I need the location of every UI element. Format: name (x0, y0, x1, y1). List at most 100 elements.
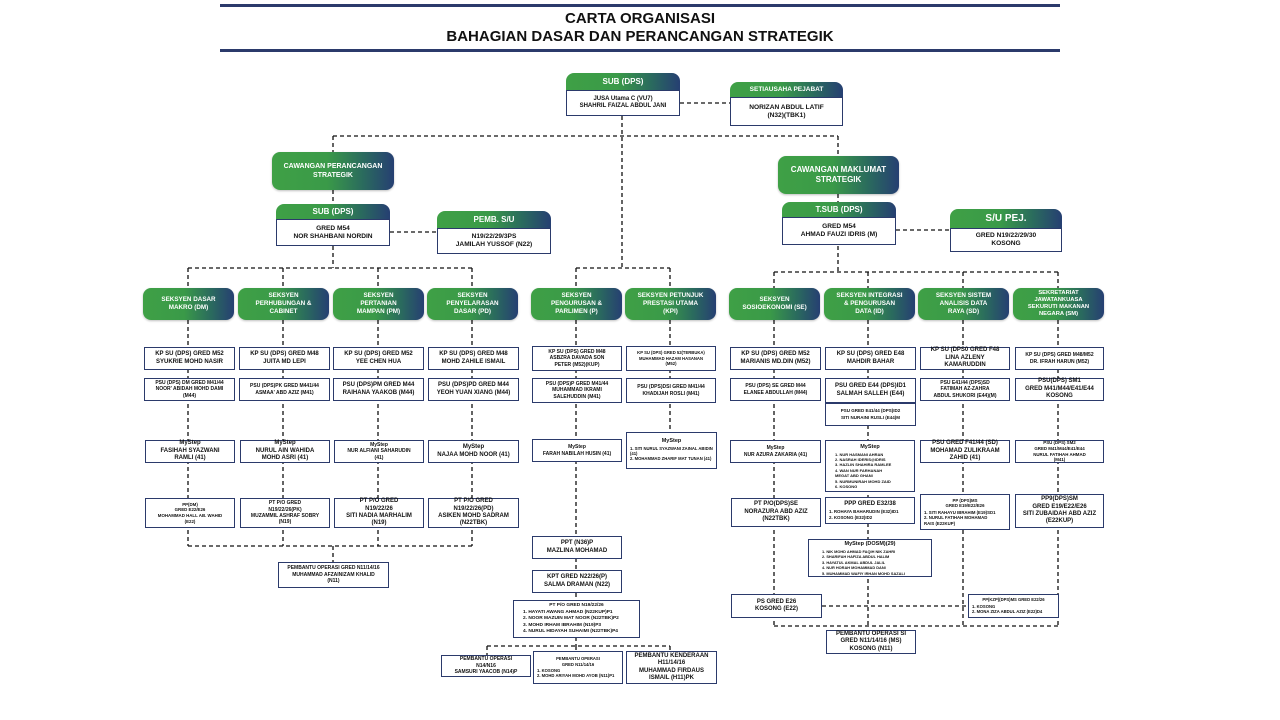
psu-line: SALMAH SALLEH (E44) (836, 390, 905, 397)
setiausaha-header: SETIAUSAHA PEJABAT (730, 82, 843, 97)
mystep-line: MyStep (179, 440, 201, 447)
tsub-name: AHMAD FAUZI IDRIS (M) (800, 231, 878, 238)
tsub-box: GRED M54 AHMAD FAUZI IDRIS (M) (782, 217, 896, 245)
ps-line: KOSONG (E22) (754, 606, 798, 612)
psu-line: PSU (DPS)P GRED M41/44 (545, 380, 609, 387)
h-line: SEKSYEN (759, 296, 790, 303)
h-line: PERHUBUNGAN & (255, 300, 312, 307)
h-line: RAYA (SD) (947, 308, 980, 315)
h-line: PERTANIAN (360, 300, 397, 307)
kp-line: KAMARUDDIN (944, 362, 986, 369)
kp-line: KP SU (DPS) GRED 52(TERBUKA) (637, 349, 705, 355)
h-line: MAKRO (DM) (168, 304, 209, 311)
h-line: SEKRETARIAT (1038, 290, 1079, 296)
left-sub-box: GRED M54 NOR SHAHBANI NORDIN (276, 219, 390, 246)
kp-line: KP SU (DPS) GRED M52 (741, 351, 810, 358)
po-line: GRED N11/14/16 (MS) (840, 638, 902, 645)
pt-line: PT P/O GRED (454, 498, 493, 505)
pp-list-item: 2. NURUL FATIHAH MOHAMAD (924, 515, 988, 521)
psu-line: ASMAA' ABD AZIZ (M41) (255, 389, 314, 396)
ppt-line: MAZLINA MOHAMAD (546, 547, 608, 554)
psu-line: PSU(DPS) SM1 (1038, 378, 1081, 385)
mystep-line: FARAH NABILAH HUSIN (41) (542, 450, 612, 457)
h-line: SEKSYEN PETUNJUK (637, 292, 704, 299)
mystep-line: MOHD ASRI (41) (261, 455, 309, 462)
kp-line: YEE CHEN HUA (355, 358, 402, 365)
po-line: PEMBANTU OPERASI GRED N11/14/16 (287, 565, 380, 572)
ptpo-list-item: 2. NOOR MAZUIN MAT NOOR (N22TBK)P2 (523, 616, 619, 622)
psu-line: PSU GRED E41/44 (DPS)ID2 (840, 408, 901, 414)
psu-line: KOSONG (1046, 393, 1073, 400)
h-line: & PENGURUSAN (843, 300, 896, 307)
psu-line: KHADIJAH ROSLI (M41) (642, 390, 700, 397)
pemb-su-grade: N19/22/29/3PS (471, 233, 517, 240)
ptpo-list-item: 1. HAYATI AWANG AHMAD (N22KUP)P1 (523, 610, 613, 616)
dosm-list-item: 2. SHARIFAH HAFIZA ABDUL HALIM (822, 554, 890, 560)
sub-dps-box: JUSA Utama C (VU7) SHAHRIL FAIZAL ABDUL … (566, 90, 680, 116)
po1-line: PEMBANTU OPERASI (459, 656, 513, 663)
sub-dps-name: SHAHRIL FAIZAL ABDUL JANI (579, 103, 667, 109)
psu-line: PSU E41/44 (DPS)SD (940, 379, 990, 386)
ppp-box-id: PPP GRED E32/38 1. ROHAYA BAHARUDIN (E32… (825, 497, 915, 524)
mystep-dosm-box: MyStep (DOSM)(29) 1. NIK MOHD AHMAD FAQI… (808, 539, 932, 577)
pt-line: N19/22/26 (365, 505, 393, 512)
h-line: SEKSYEN (457, 292, 488, 299)
ptpo-list-item: 3. MOHD IRHAM IBRAHIM (N19)P3 (523, 622, 602, 628)
po-line: (N11) (327, 578, 340, 585)
pt-line: MUZAMMIL ASHRAF SOBRY (250, 513, 320, 519)
pt-line: MOHAMMAD HALL AB. WAHID (157, 513, 223, 518)
mystep-list-item: 1. SITI NURUL SYAZWANI ZAINAL ABIDIN (41… (630, 445, 713, 456)
chart-title: CARTA ORGANISASI (565, 10, 715, 27)
h-line: CABINET (269, 308, 298, 315)
kp-line: MUHAMMAD HAZAM HASANAN (639, 355, 703, 361)
psu-line: NOOR' ABIDAH MOHD DAMI (155, 386, 224, 393)
cawangan-maklumat-l1: CAWANGAN MAKLUMAT (790, 165, 887, 174)
mystep-line: NUR AZURA ZAKARIA (41) (743, 451, 808, 458)
psu-line: PSU (DPS)PK GRED M441/44 (250, 383, 319, 390)
psu-line: PSU (DPS)PM GRED M44 (342, 382, 415, 389)
mystep-list-item: 2. NASRAH IDERIS@IDRIS (835, 456, 886, 462)
left-sub-grade: GRED M54 (316, 224, 350, 232)
kp-line: KP SU (DPS) GRED M48 (250, 351, 319, 358)
psu-line: ABDUL SHUKORI (E44)(M) (933, 392, 997, 399)
h-line: PENYELARASAN (446, 300, 499, 307)
pp-list-item: RAIS (E22KUP) (924, 520, 956, 526)
dosm-list: 1. NIK MOHD AHMAD FAQIH NIK ZAHRI 2. SHA… (812, 549, 905, 576)
pp-line: SITI ZUBAIDAH ABD AZIZ (1022, 511, 1097, 517)
psu-line: GRED M41/M44/E41/E44 (1025, 385, 1094, 392)
psu-line: PSU GRED E44 (DPS)ID1 (834, 383, 907, 390)
h-line: SEKSYEN (561, 292, 592, 299)
pk-line: PEMBANTU KENDERAAN (634, 652, 709, 659)
su-pej-header: S/U PEJ. (950, 209, 1062, 228)
kp-line: MARIANIS MD.DIN (M52) (740, 358, 811, 365)
tsub-header: T.SUB (DPS) (782, 202, 896, 217)
h-line: SEKSYEN DASAR (161, 296, 216, 303)
h-line: MAMPAN (PM) (356, 308, 401, 315)
po-line: PEMBANTU OPERASI SI (835, 630, 906, 637)
mystep-title: MyStep (860, 443, 880, 450)
pt-line: GRED E22/E26 (174, 507, 206, 513)
dosm-list-item: 5. MUHAMMAD WAFIY IRHAN MOHD SAZALI (822, 570, 905, 576)
kp-line: DR. IFRAH HARUN (M52) (1029, 358, 1090, 365)
